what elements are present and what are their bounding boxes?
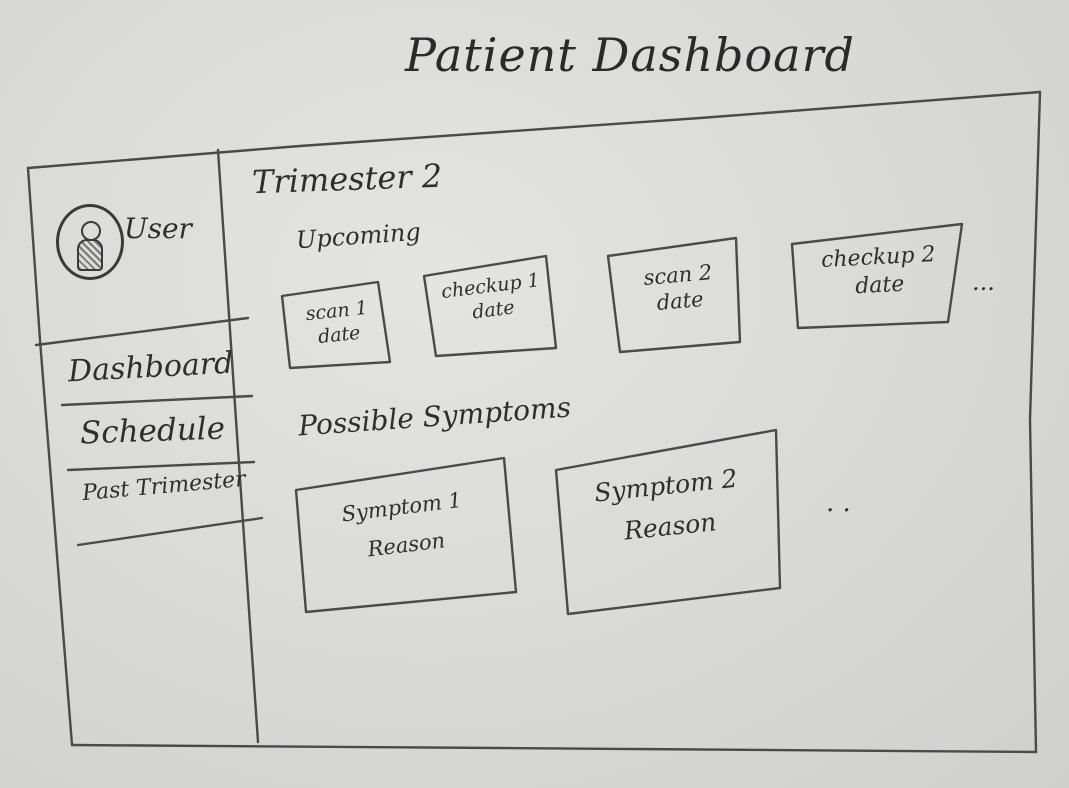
upcoming-more-indicator[interactable]: ... <box>972 268 995 296</box>
page-title: Patient Dashboard <box>405 28 856 82</box>
user-label[interactable]: User <box>124 212 192 245</box>
symptoms-more-indicator[interactable]: . . <box>826 488 851 518</box>
avatar-body-shape <box>77 239 103 271</box>
upcoming-card-checkup-2[interactable]: checkup 2 date <box>803 240 956 303</box>
upcoming-card-scan-2[interactable]: scan 2 date <box>618 257 740 320</box>
user-avatar-icon[interactable] <box>56 204 124 280</box>
upcoming-card-scan-1[interactable]: scan 1 date <box>288 295 388 352</box>
